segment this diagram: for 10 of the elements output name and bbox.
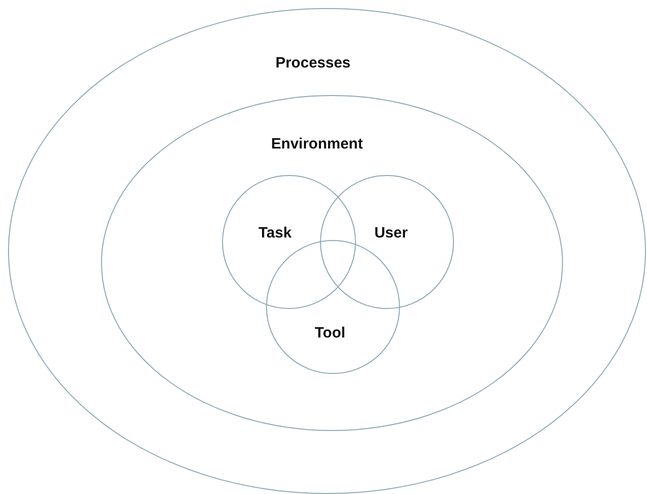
outer-ellipse (8, 8, 646, 494)
venn-circle (320, 175, 454, 309)
set-label: Task (258, 224, 292, 242)
venn-circle (266, 240, 400, 374)
set-label: Processes (275, 54, 351, 72)
set-label: Tool (314, 324, 346, 342)
set-label: Environment (271, 136, 363, 152)
set-label: User (374, 224, 408, 242)
inner-ellipse (101, 95, 563, 431)
venn-circle (222, 175, 356, 309)
